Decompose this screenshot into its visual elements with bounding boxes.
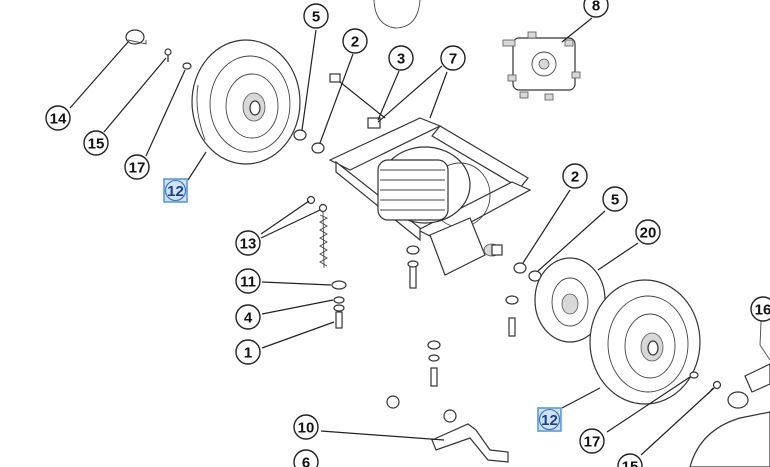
svg-text:10: 10 bbox=[298, 420, 315, 437]
wheel-cover-20 bbox=[534, 257, 606, 343]
svg-text:5: 5 bbox=[611, 192, 619, 209]
callout-5-upper: 5 bbox=[303, 3, 329, 29]
callout-20: 20 bbox=[635, 219, 661, 245]
screw-left bbox=[164, 48, 172, 62]
callout-8: 8 bbox=[583, 0, 609, 18]
pedal-bracket bbox=[431, 423, 509, 463]
callout-13: 13 bbox=[235, 230, 261, 256]
callout-16: 16 bbox=[750, 296, 770, 322]
washer-right bbox=[689, 371, 699, 379]
rear-wheel-right bbox=[589, 279, 701, 405]
callout-3: 3 bbox=[388, 45, 414, 71]
spring-assembly bbox=[306, 195, 329, 269]
svg-text:7: 7 bbox=[449, 51, 457, 68]
center-hardware bbox=[386, 245, 519, 423]
callout-6: 6 bbox=[293, 449, 319, 467]
svg-text:16: 16 bbox=[755, 302, 770, 319]
callout-12-upper-highlighted: 12 bbox=[163, 178, 188, 203]
housing-cover-15 bbox=[689, 411, 770, 467]
svg-text:5: 5 bbox=[312, 9, 320, 26]
callout-11: 11 bbox=[235, 268, 261, 294]
callout-14: 14 bbox=[45, 105, 71, 131]
svg-text:17: 17 bbox=[129, 160, 146, 177]
ring-5-upper bbox=[293, 129, 307, 141]
circuit-board bbox=[502, 31, 581, 101]
ring-2-upper bbox=[311, 142, 325, 154]
svg-text:12: 12 bbox=[541, 412, 558, 429]
callout-7: 7 bbox=[440, 45, 466, 71]
washer-4-a bbox=[333, 296, 345, 304]
callout-2-upper: 2 bbox=[342, 28, 368, 54]
callout-17-lower: 17 bbox=[579, 428, 605, 454]
svg-text:14: 14 bbox=[50, 111, 67, 128]
svg-text:2: 2 bbox=[351, 34, 359, 51]
callout-5-lower: 5 bbox=[602, 186, 628, 212]
svg-text:15: 15 bbox=[88, 136, 105, 153]
callout-10: 10 bbox=[293, 414, 319, 440]
partial-ring-top bbox=[373, 0, 421, 29]
motor-frame-assembly bbox=[328, 73, 532, 276]
callout-17-upper: 17 bbox=[124, 154, 150, 180]
svg-text:1: 1 bbox=[244, 345, 252, 362]
svg-text:17: 17 bbox=[584, 434, 601, 451]
svg-text:4: 4 bbox=[244, 310, 253, 327]
hub-cap-left bbox=[125, 29, 147, 45]
callout-12-lower-highlighted: 12 bbox=[537, 407, 562, 432]
svg-text:2: 2 bbox=[571, 169, 579, 186]
callout-1: 1 bbox=[235, 339, 261, 365]
svg-text:20: 20 bbox=[640, 225, 657, 242]
rear-wheel-left bbox=[191, 39, 301, 165]
hub-cap-right bbox=[727, 391, 749, 409]
svg-text:6: 6 bbox=[302, 455, 310, 467]
svg-text:15: 15 bbox=[622, 459, 639, 467]
callout-15-upper: 15 bbox=[83, 130, 109, 156]
svg-text:13: 13 bbox=[240, 236, 257, 253]
callout-2-lower: 2 bbox=[562, 163, 588, 189]
washer-left bbox=[182, 62, 192, 70]
bolt-1 bbox=[335, 311, 343, 329]
washer-4-b bbox=[333, 304, 345, 312]
label-plate-16 bbox=[744, 363, 770, 393]
svg-text:8: 8 bbox=[592, 0, 600, 15]
callout-4: 4 bbox=[235, 304, 261, 330]
ring-2-lower bbox=[513, 262, 527, 274]
svg-text:12: 12 bbox=[167, 183, 184, 200]
washer-11 bbox=[331, 280, 347, 290]
leader-lines bbox=[69, 17, 715, 456]
svg-text:11: 11 bbox=[240, 274, 256, 291]
callout-15-lower: 15 bbox=[617, 453, 643, 467]
svg-text:3: 3 bbox=[397, 51, 405, 68]
